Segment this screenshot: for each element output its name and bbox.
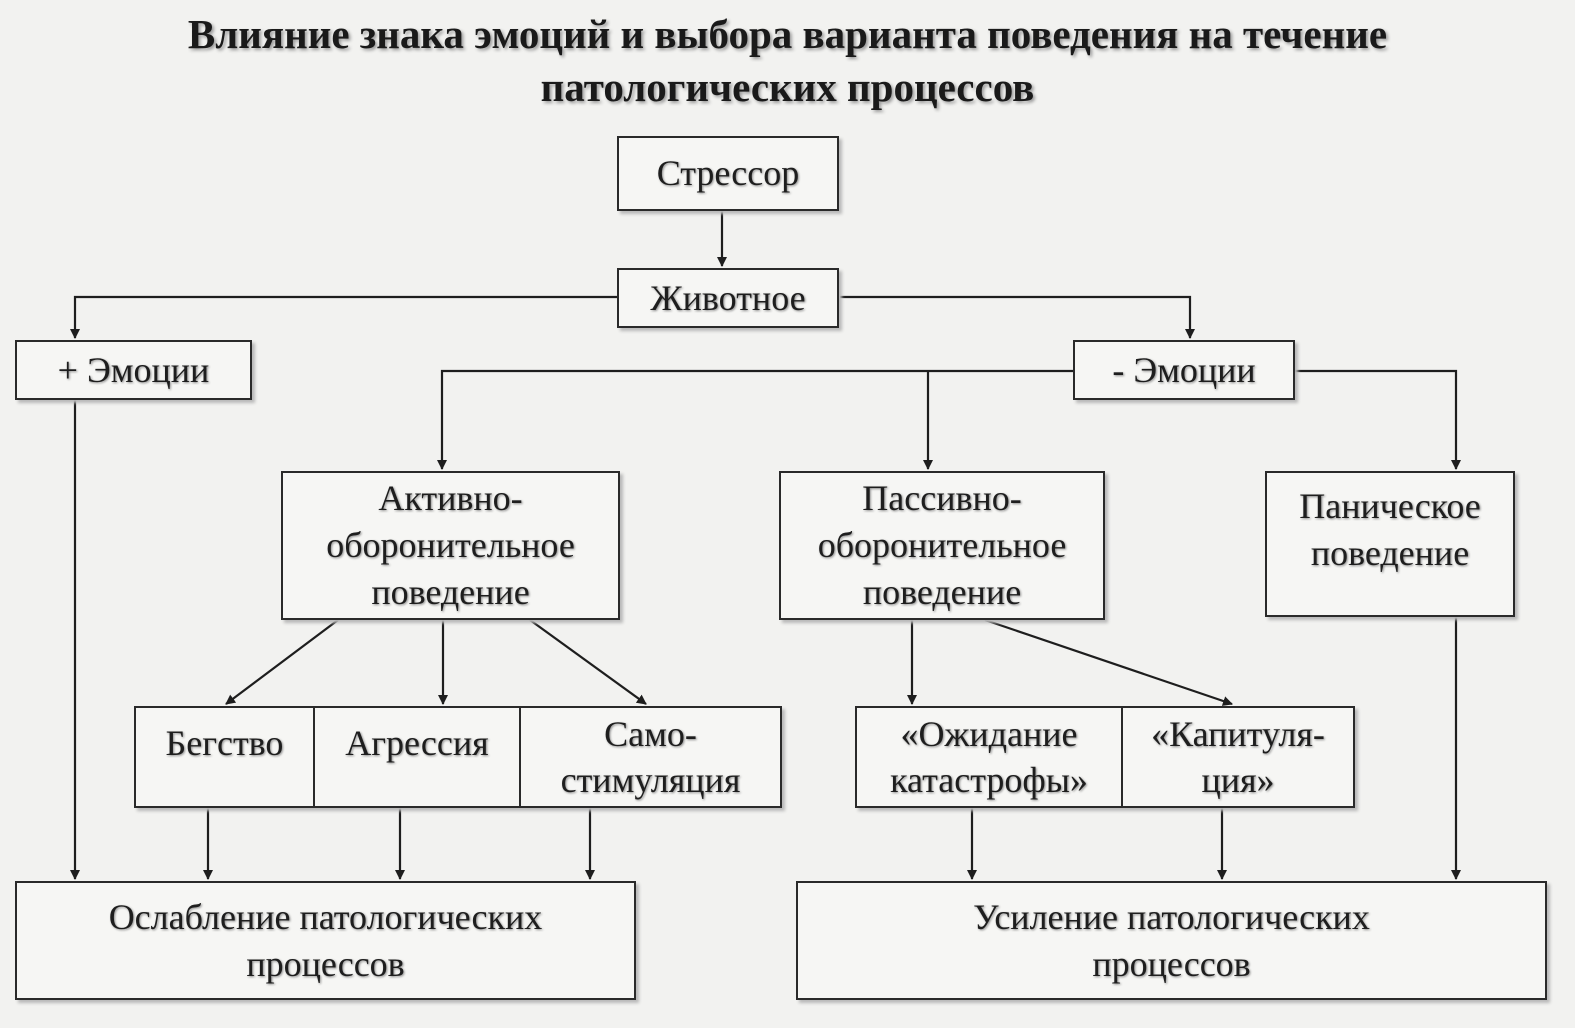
strengthening-line-1: Усиление патологических [973,896,1370,937]
passive-behaviors-row: «Ожидание катастрофы» «Капитуля- ция» [855,706,1355,808]
cell-divider [313,708,315,806]
arrow-neg-active [437,369,1073,470]
arrow-active-selfstim [529,619,647,705]
active-defense-line-3: поведение [371,572,530,612]
active-defense-line-2: оборонительное [326,525,575,565]
node-active-defense: Активно- оборонительное поведение [281,471,620,620]
node-self-stimulation: Само- стимуляция [521,708,780,806]
arrow-passive-capitulation [984,618,1233,706]
node-flight: Бегство [136,708,313,806]
node-strengthening: Усиление патологических процессов [796,881,1547,1000]
node-animal: Животное [617,268,839,328]
expect-catastrophe-line-1: «Ожидание [900,714,1078,754]
capitulation-line-1: «Капитуля- [1151,714,1325,754]
weakening-line-1: Ослабление патологических [108,896,543,937]
node-aggression: Агрессия [315,708,519,806]
diagram-title: Влияние знака эмоций и выбора варианта п… [0,8,1575,114]
node-passive-defense: Пассивно- оборонительное поведение [779,471,1105,620]
node-aggression-label: Агрессия [345,723,489,763]
node-flight-label: Бегство [165,723,284,763]
arrow-neg-panic [1295,369,1461,470]
weakening-line-2: процессов [246,943,405,984]
node-panic: Паническое поведение [1265,471,1515,617]
node-animal-label: Животное [650,277,806,318]
arrow-animal-neg-emotions [840,295,1195,339]
panic-line-1: Паническое [1299,486,1481,526]
node-positive-emotions: + Эмоции [15,340,252,400]
self-stimulation-line-1: Само- [604,714,697,754]
node-stressor-label: Стрессор [656,153,800,193]
self-stimulation-line-2: стимуляция [560,760,741,800]
node-negative-emotions-label: - Эмоции [1112,349,1256,390]
expect-catastrophe-line-2: катастрофы» [890,760,1088,800]
strengthening-line-2: процессов [1092,943,1251,984]
node-capitulation: «Капитуля- ция» [1123,708,1353,806]
cell-divider [519,708,521,806]
active-defense-line-1: Активно- [378,478,523,518]
panic-line-2: поведение [1310,533,1470,573]
cell-divider [1121,708,1123,806]
node-weakening: Ослабление патологических процессов [15,881,636,1000]
title-line-1: Влияние знака эмоций и выбора варианта п… [187,11,1388,57]
arrow-animal-pos-emotions [70,295,617,339]
node-positive-emotions-label: + Эмоции [57,349,210,390]
passive-defense-line-3: поведение [862,572,1022,612]
active-behaviors-row: Бегство Агрессия Само- стимуляция [134,706,782,808]
passive-defense-line-2: оборонительное [817,525,1067,565]
node-stressor: Стрессор [617,136,839,211]
title-line-2: патологических процессов [540,64,1035,110]
capitulation-line-2: ция» [1201,760,1275,800]
node-expect-catastrophe: «Ожидание катастрофы» [857,708,1121,806]
passive-defense-line-1: Пассивно- [862,478,1022,518]
node-negative-emotions: - Эмоции [1073,340,1295,400]
arrow-active-flight [225,619,339,705]
